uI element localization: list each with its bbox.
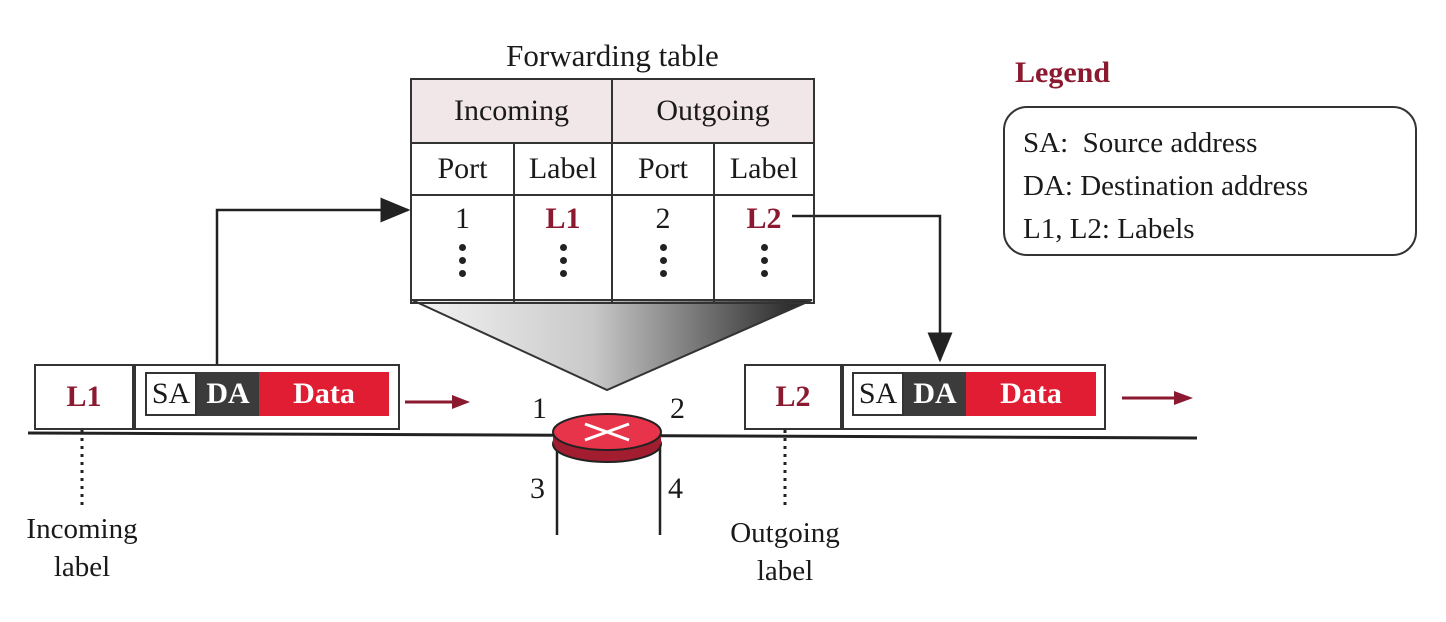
- incoming-data-field: Data: [259, 372, 389, 416]
- outgoing-header: Outgoing: [611, 78, 815, 144]
- router-port-2: 2: [670, 392, 685, 425]
- cell-out-port: 2: [611, 194, 715, 304]
- incoming-da-field: DA: [197, 372, 259, 416]
- incoming-header: Incoming: [410, 78, 613, 144]
- annotation-line: Outgoing: [730, 517, 840, 549]
- replace-arrow: [792, 214, 953, 363]
- outgoing-packet-label: L2: [744, 364, 842, 430]
- outgoing-sa-field: SA: [852, 372, 904, 416]
- lookup-arrow: [215, 197, 411, 366]
- continuation-dots-icon: [760, 244, 768, 277]
- incoming-packet-label: L1: [34, 364, 134, 430]
- legend-title: Legend: [1015, 56, 1111, 89]
- forwarding-table-title: Forwarding table: [506, 38, 719, 73]
- annotation-line: label: [756, 555, 814, 587]
- router-port-3: 3: [530, 472, 545, 505]
- direction-arrow-in: [405, 395, 470, 409]
- annotation-line: Incoming: [26, 513, 138, 545]
- outgoing-packet-frame: SA DA Data: [842, 364, 1106, 430]
- forwarding-table: Incoming Outgoing Port Label Port Label …: [410, 78, 815, 304]
- router-port-1: 1: [532, 392, 547, 425]
- incoming-sa-field: SA: [145, 372, 197, 416]
- in-port-value: 1: [455, 202, 470, 235]
- incoming-packet-frame: SA DA Data: [134, 364, 400, 430]
- col-header-out-label: Label: [713, 142, 815, 196]
- cell-in-label: L1: [513, 194, 613, 304]
- incoming-label-annotation: Incoming label: [2, 510, 162, 586]
- outgoing-data-field: Data: [966, 372, 1096, 416]
- out-port-value: 2: [655, 202, 671, 235]
- legend-item-labels: L1, L2: Labels: [1023, 213, 1195, 245]
- outgoing-da-field: DA: [904, 372, 966, 416]
- cell-out-label: L2: [713, 194, 815, 304]
- cell-in-port: 1: [410, 194, 515, 304]
- router-cross-icon: [584, 422, 630, 442]
- direction-arrow-out: [1122, 391, 1193, 405]
- continuation-dots-icon: [659, 244, 667, 277]
- outgoing-label-annotation: Outgoing label: [705, 514, 865, 590]
- router: [552, 413, 662, 535]
- out-label-value: L2: [746, 202, 782, 235]
- continuation-dots-icon: [459, 244, 467, 277]
- col-header-in-label: Label: [513, 142, 613, 196]
- col-header-out-port: Port: [611, 142, 715, 196]
- in-label-value: L1: [545, 202, 581, 235]
- col-header-in-port: Port: [410, 142, 515, 196]
- legend-box: SA: Source address DA: Destination addre…: [1003, 106, 1417, 256]
- annotation-line: label: [53, 551, 111, 583]
- legend-item-da: DA: Destination address: [1023, 170, 1309, 202]
- legend-item-sa: SA: Source address: [1023, 127, 1258, 159]
- continuation-dots-icon: [559, 244, 567, 277]
- router-port-4: 4: [668, 472, 683, 505]
